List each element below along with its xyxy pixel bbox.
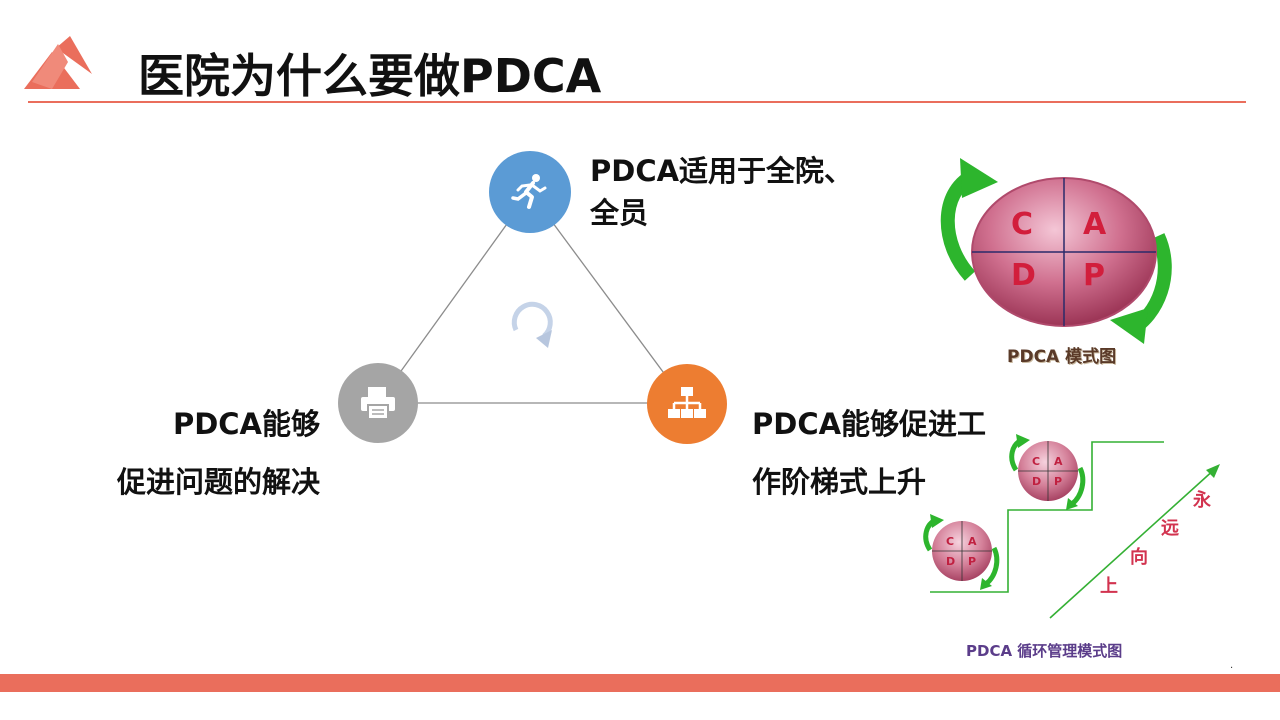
upper-quadrant-a: A xyxy=(1054,455,1063,468)
model-figure-caption: PDCA 模式图 xyxy=(1007,347,1117,367)
left-node xyxy=(338,363,418,443)
lower-quadrant-d: D xyxy=(946,555,956,568)
right-node xyxy=(647,364,727,444)
top-label-line2: 全员 xyxy=(590,196,649,230)
lower-quadrant-c: C xyxy=(946,535,955,548)
upper-quadrant-p: P xyxy=(1054,475,1063,488)
quadrant-c: C xyxy=(1011,207,1034,242)
quadrant-a: A xyxy=(1083,207,1107,242)
header-logo-icon xyxy=(24,36,92,89)
top-label-line1: PDCA适用于全院、 xyxy=(590,154,854,188)
upper-quadrant-d: D xyxy=(1032,475,1042,488)
top-node-label: PDCA适用于全院、 全员 xyxy=(590,150,853,234)
slope-char-1: 上 xyxy=(1100,576,1118,597)
quadrant-d: D xyxy=(1011,258,1036,293)
cycle-figure-caption: PDCA 循环管理模式图 xyxy=(966,642,1123,660)
pdca-cycle-figure xyxy=(923,434,1220,619)
top-node xyxy=(489,151,571,233)
upper-quadrant-c: C xyxy=(1032,455,1041,468)
printer-icon xyxy=(361,387,395,420)
pdca-model-figure xyxy=(940,158,1172,344)
footer-accent-bar xyxy=(0,674,1280,692)
right-node-label: PDCA能够促进工 作阶梯式上升 xyxy=(752,395,986,511)
left-label-line2: 促进问题的解决 xyxy=(116,465,320,499)
slope-char-2: 向 xyxy=(1130,547,1148,568)
page-marker: . xyxy=(1230,660,1234,671)
page-title: 医院为什么要做PDCA xyxy=(138,49,602,103)
left-label-line1: PDCA能够 xyxy=(172,407,320,441)
refresh-icon xyxy=(511,301,553,348)
left-node-label: PDCA能够 促进问题的解决 xyxy=(96,395,320,511)
slope-char-4: 永 xyxy=(1193,490,1211,511)
runner-icon xyxy=(511,174,547,209)
right-label-line1: PDCA能够促进工 xyxy=(752,407,987,441)
title-divider xyxy=(28,101,1246,103)
lower-quadrant-a: A xyxy=(968,535,977,548)
lower-quadrant-p: P xyxy=(968,555,977,568)
quadrant-p: P xyxy=(1083,258,1105,293)
slope-char-3: 远 xyxy=(1161,518,1179,539)
right-label-line2: 作阶梯式上升 xyxy=(752,465,927,499)
network-icon xyxy=(668,387,706,418)
